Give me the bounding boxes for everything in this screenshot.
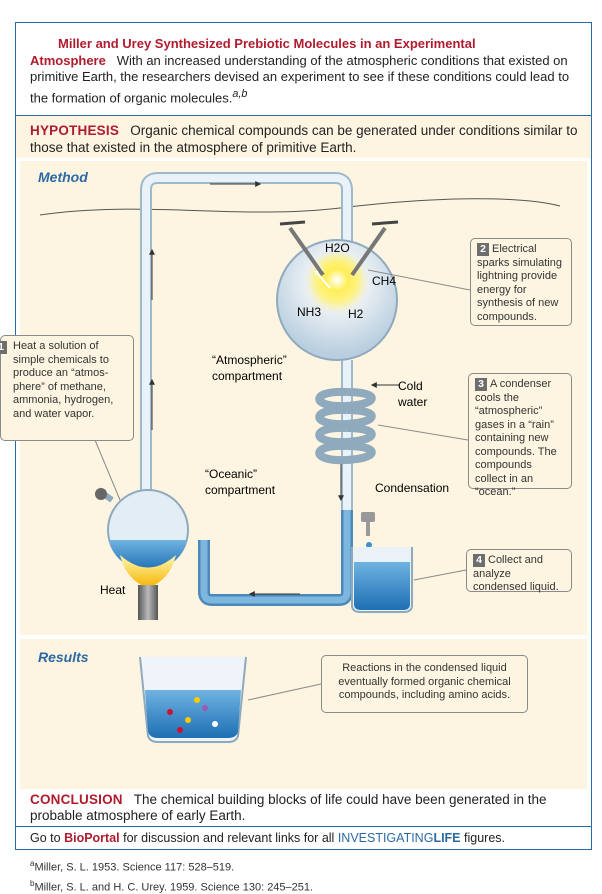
hypothesis-section: HYPOTHESIS Organic chemical compounds ca… <box>16 116 591 158</box>
hypothesis-text: Organic chemical compounds can be genera… <box>30 123 578 155</box>
references: aMiller, S. L. 1953. Science 117: 528–51… <box>30 856 313 894</box>
figure-title-line2: Atmosphere <box>30 52 106 68</box>
conclusion-section: CONCLUSION The chemical building blocks … <box>16 792 591 826</box>
goto-suffix: figures. <box>464 831 506 845</box>
bioportal-link[interactable]: BioPortal <box>64 831 120 845</box>
results-callout: Reactions in the condensed liquid eventu… <box>321 655 528 713</box>
intro-section: Miller and Urey Synthesized Prebiotic Mo… <box>16 23 591 116</box>
step-3-number: 3 <box>475 378 487 391</box>
hypothesis-label: HYPOTHESIS <box>30 123 120 138</box>
goto-middle: for discussion and relevant links for al… <box>123 831 335 845</box>
step-1-text: Heat a solution of simple chemicals to p… <box>13 340 114 420</box>
results-label: Results <box>38 649 89 665</box>
bioportal-line: Go to BioPortal for discussion and relev… <box>16 826 591 851</box>
step-3-text: A condenser cools the “atmospheric” gase… <box>475 378 557 498</box>
step-1-callout: 1 Heat a solution of simple chemicals to … <box>0 335 134 441</box>
goto-prefix: Go to <box>30 831 61 845</box>
step-1-number: 1 <box>0 341 7 354</box>
step-4-number: 4 <box>473 554 485 567</box>
step-4-text: Collect and analyze condensed liquid. <box>473 554 559 593</box>
method-label: Method <box>38 169 88 185</box>
results-text: Reactions in the condensed liquid eventu… <box>338 662 511 701</box>
reference-a: aMiller, S. L. 1953. Science 117: 528–51… <box>30 859 235 874</box>
step-2-number: 2 <box>477 243 489 256</box>
conclusion-text: The chemical building blocks of life cou… <box>30 792 547 823</box>
intro-footnote-marks: a,b <box>232 87 248 100</box>
conclusion-label: CONCLUSION <box>30 792 123 807</box>
reference-b: bMiller, S. L. and H. C. Urey. 1959. Sci… <box>30 878 314 894</box>
intro-text: With an increased understanding of the a… <box>30 52 570 105</box>
step-2-text: Electrical sparks simulating lightning p… <box>477 243 562 323</box>
investigating-life: INVESTIGATINGLIFE <box>337 831 461 845</box>
figure-title-line1: Miller and Urey Synthesized Prebiotic Mo… <box>58 36 476 51</box>
